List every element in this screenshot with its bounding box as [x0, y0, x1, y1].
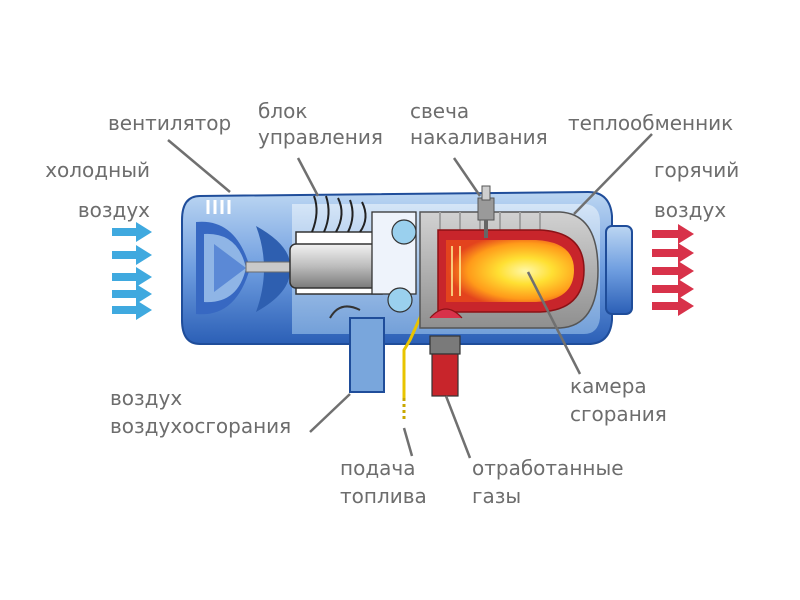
fan-icon	[196, 221, 311, 315]
label-combustion-air-line1: воздух	[110, 386, 183, 410]
label-glow-plug: свеча накаливания	[410, 98, 548, 150]
cold-air-arrows	[112, 222, 152, 320]
label-heat-exchanger-text: теплообменник	[568, 111, 734, 135]
combustion-chamber	[437, 229, 585, 313]
label-glow-plug-line1: свеча	[410, 99, 470, 123]
label-control-unit-line1: блок	[258, 99, 308, 123]
flame-icon	[446, 240, 574, 302]
label-fuel-supply: подача топлива	[340, 454, 427, 510]
cold-air-arrow-icon	[112, 222, 152, 242]
label-combustion-air: воздух воздухосгорания	[110, 384, 291, 440]
label-combustion-chamber-line1: камера	[570, 374, 647, 398]
label-exhaust-gases: отработанные газы	[472, 454, 624, 510]
label-cold-air-line1: холодный	[45, 158, 150, 182]
cold-air-arrow-icon	[112, 300, 152, 320]
exhaust-pipe	[429, 308, 463, 397]
label-control-unit-line2: управления	[258, 125, 383, 149]
hot-air-arrow-icon	[652, 224, 694, 244]
label-control-unit: блок управления	[258, 98, 383, 150]
label-combustion-chamber: камера сгорания	[570, 372, 667, 428]
label-exhaust-gases-line1: отработанные	[472, 456, 624, 480]
cold-air-arrow-icon	[112, 284, 152, 304]
leader-lines	[167, 133, 653, 459]
label-combustion-air-line2: воздухосгорания	[110, 414, 292, 438]
label-fan: вентилятор	[108, 110, 231, 136]
label-heat-exchanger: теплообменник	[568, 110, 733, 136]
glow-plug-icon	[477, 185, 495, 238]
cold-air-arrow-icon	[112, 245, 152, 265]
cold-air-arrow-icon	[112, 267, 152, 287]
label-cold-air-line2: воздух	[77, 198, 150, 222]
inlet-grille	[206, 200, 231, 214]
label-combustion-chamber-line2: сгорания	[570, 402, 667, 426]
hot-air-arrow-icon	[652, 296, 694, 316]
label-hot-air-line1: горячий	[654, 158, 740, 182]
hot-air-arrow-icon	[652, 261, 694, 281]
combustion-air-pipe	[329, 305, 385, 393]
label-exhaust-gases-line2: газы	[472, 484, 522, 508]
hot-air-arrow-icon	[652, 279, 694, 299]
label-hot-air-line2: воздух	[654, 198, 727, 222]
label-cold-air: холодный воздух	[36, 150, 150, 230]
control-unit	[289, 195, 417, 313]
label-fuel-supply-line1: подача	[340, 456, 416, 480]
label-glow-plug-line2: накаливания	[410, 125, 548, 149]
hot-air-arrow-icon	[652, 243, 694, 263]
label-fuel-supply-line2: топлива	[340, 484, 427, 508]
hot-air-arrows	[652, 224, 694, 316]
label-fan-text: вентилятор	[108, 111, 232, 135]
label-hot-air: горячий воздух	[654, 150, 739, 230]
